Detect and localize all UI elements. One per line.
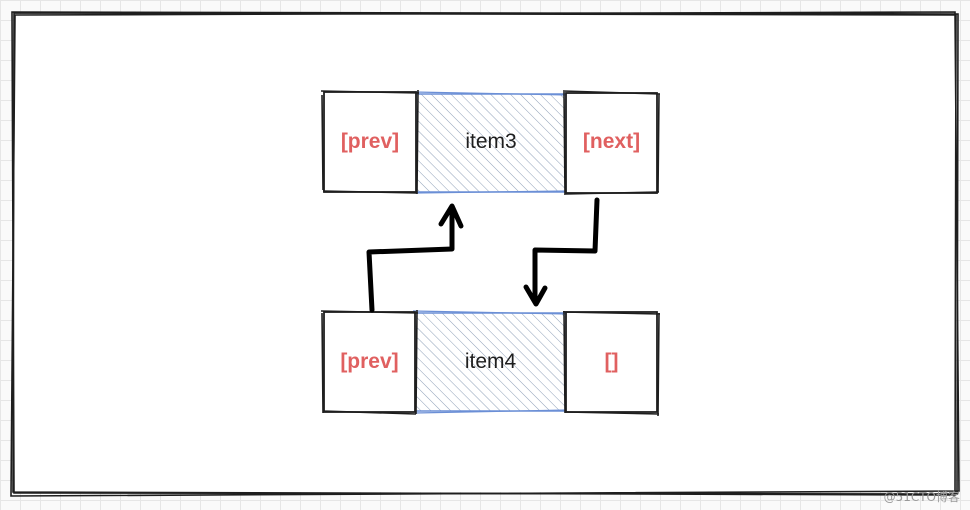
bottom-prev-label: [prev]	[340, 350, 399, 373]
top-item-label: item3	[465, 130, 517, 153]
top-next-label: [next]	[582, 130, 641, 153]
top-prev-label: [prev]	[340, 130, 400, 153]
prev-pointer-arrow	[366, 203, 464, 313]
outer-frame-border	[10, 11, 960, 497]
bottom-prev-cell	[323, 311, 416, 413]
bottom-node	[320, 309, 661, 417]
top-item-cell	[415, 93, 567, 193]
bottom-next-label: []	[604, 350, 619, 373]
top-node	[320, 89, 661, 196]
bottom-item-label: item4	[464, 350, 517, 373]
top-next-cell	[565, 92, 658, 194]
bottom-next-cell	[565, 311, 658, 413]
watermark: @51CTO博客	[883, 490, 960, 504]
next-pointer-arrow	[523, 197, 600, 307]
